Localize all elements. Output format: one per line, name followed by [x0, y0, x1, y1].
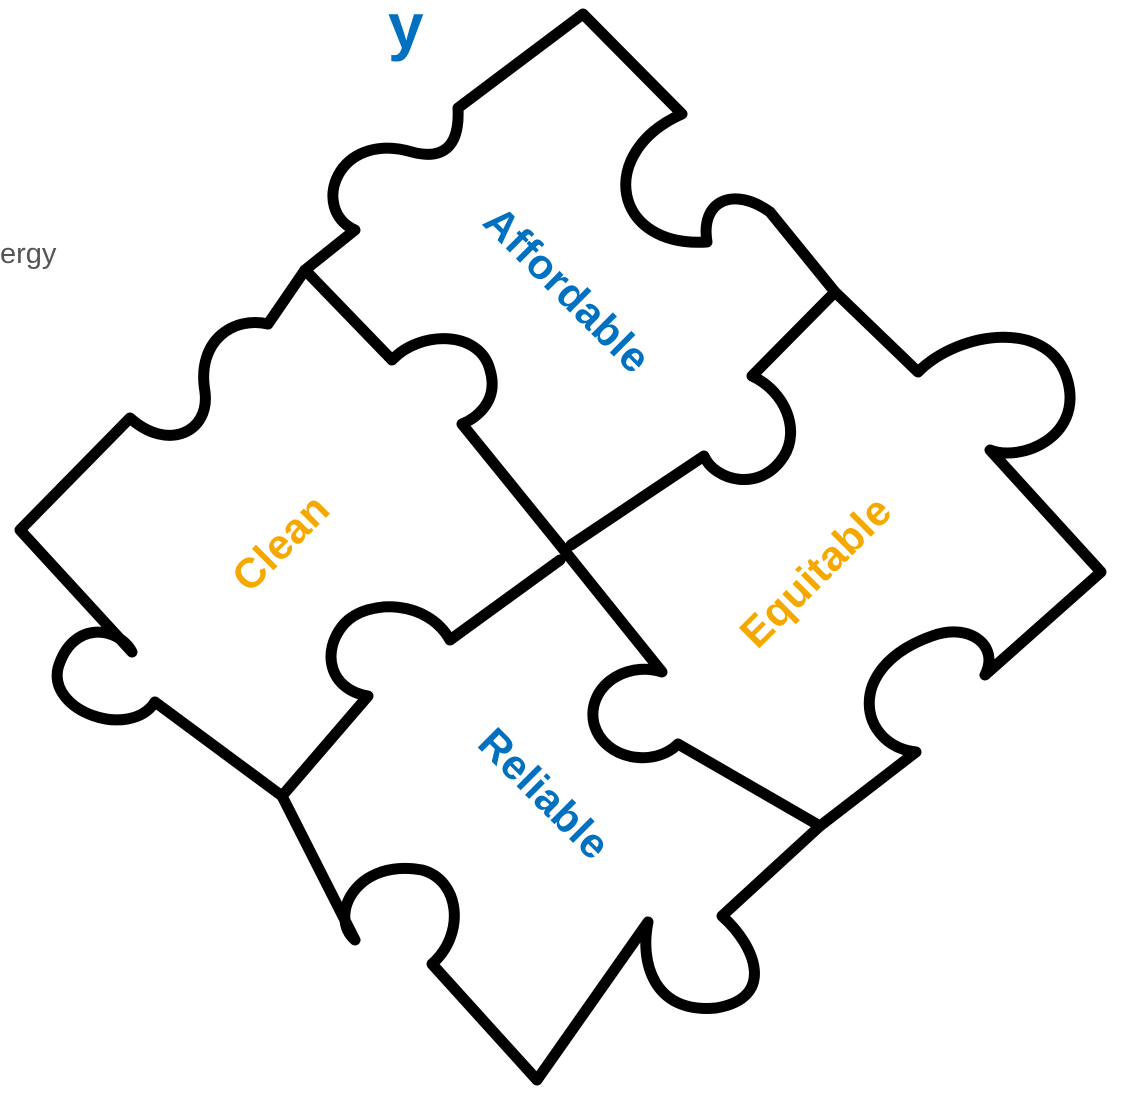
slide-title-fragment: y	[388, 0, 424, 62]
slide-subtitle-fragment: ergy	[0, 238, 57, 270]
seam-affordable-equitable	[565, 286, 841, 551]
seam-equitable-reliable	[554, 539, 826, 832]
seam-reliable-clean	[276, 554, 566, 802]
seam-clean-affordable	[299, 264, 566, 551]
